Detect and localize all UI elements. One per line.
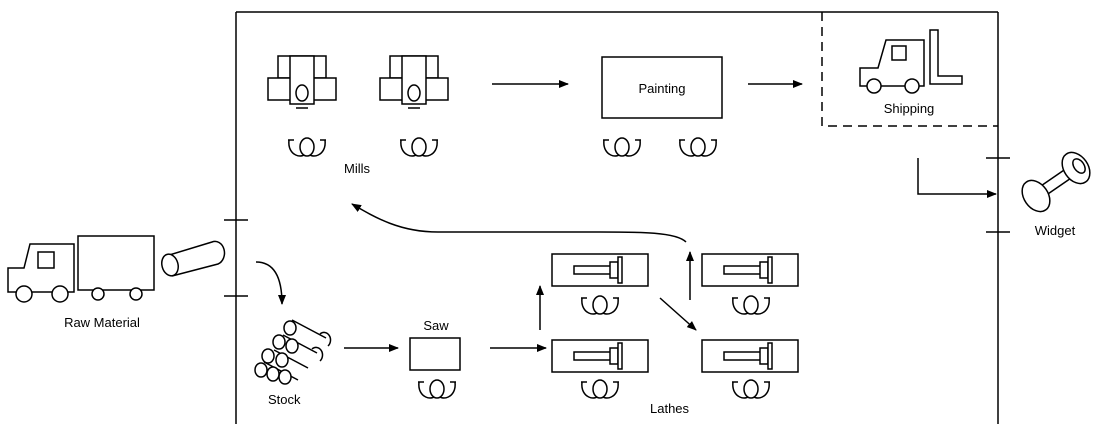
shipping-area: Shipping bbox=[859, 29, 963, 116]
worker-icon bbox=[731, 379, 771, 399]
arrow-shipping-to-widget bbox=[917, 158, 997, 198]
saw-area: Saw bbox=[409, 318, 461, 399]
painting-label: Painting bbox=[639, 81, 686, 96]
worker-icon bbox=[580, 295, 620, 315]
painting-booth bbox=[601, 56, 723, 119]
saw-label: Saw bbox=[423, 318, 449, 333]
arrow-lathe-diagonal bbox=[659, 297, 697, 331]
raw-material-label: Raw Material bbox=[64, 315, 140, 330]
raw-material-bar-icon bbox=[161, 240, 226, 277]
lathes-label: Lathes bbox=[650, 401, 690, 416]
widget-icon bbox=[1021, 151, 1091, 213]
mill-machine bbox=[379, 55, 449, 109]
lathe-machine bbox=[701, 253, 799, 287]
worker-icon bbox=[287, 137, 327, 157]
mills-area: Mills bbox=[267, 55, 449, 176]
worker-icon bbox=[580, 379, 620, 399]
forklift-icon bbox=[859, 29, 963, 94]
shipping-label: Shipping bbox=[884, 101, 935, 116]
arrow-raw-to-stock bbox=[255, 261, 286, 305]
factory-outline bbox=[224, 11, 1010, 424]
mill-machine bbox=[267, 55, 337, 109]
flow-arrows bbox=[255, 80, 997, 352]
lathes-area: Lathes bbox=[551, 253, 799, 416]
worker-icon bbox=[602, 137, 642, 157]
worker-icon bbox=[417, 379, 457, 399]
lathe-machine bbox=[701, 339, 799, 373]
worker-icon bbox=[678, 137, 718, 157]
stock-pile-icon bbox=[254, 319, 332, 385]
truck-icon bbox=[7, 235, 155, 303]
mills-label: Mills bbox=[344, 161, 370, 176]
saw-machine bbox=[409, 337, 461, 371]
stock-area: Stock bbox=[254, 319, 332, 407]
arrow-lathes-to-mills bbox=[351, 203, 687, 243]
stock-label: Stock bbox=[268, 392, 301, 407]
widget-area: Widget bbox=[1021, 151, 1091, 238]
widget-label: Widget bbox=[1035, 223, 1076, 238]
lathe-machine bbox=[551, 339, 649, 373]
lathe-machine bbox=[551, 253, 649, 287]
painting-area: Painting bbox=[601, 56, 723, 157]
worker-icon bbox=[731, 295, 771, 315]
worker-icon bbox=[399, 137, 439, 157]
raw-material-area: Raw Material bbox=[7, 235, 226, 330]
